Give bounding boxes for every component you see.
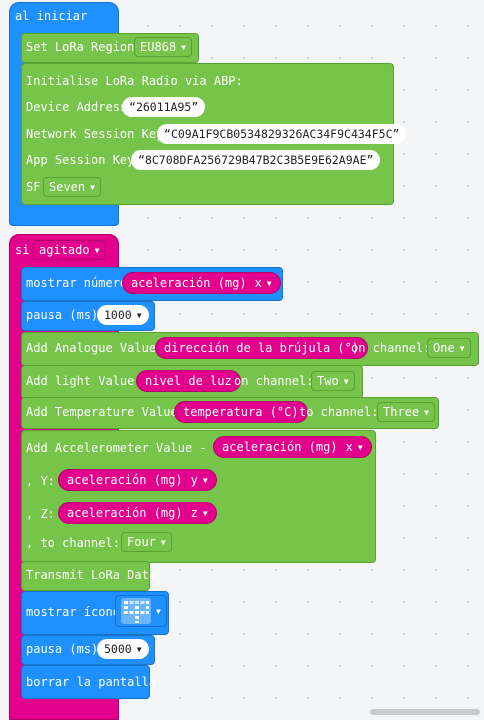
on-gesture-label: si	[15, 243, 30, 257]
axis-dropdown[interactable]: y▼	[190, 473, 208, 487]
axis-dropdown[interactable]: z▼	[190, 506, 208, 520]
sf-value: Seven	[49, 180, 86, 194]
lora-region-value: EU868	[140, 40, 177, 54]
network-key-value: C09A1F9CB0534829326AC34F9C434F5C	[170, 127, 393, 141]
gesture-dropdown[interactable]: agitado ▼	[33, 240, 106, 260]
sf-label: SF	[26, 180, 41, 194]
pause-label: pausa (ms)	[26, 642, 99, 656]
add-analogue-label: Add Analogue Value:	[26, 341, 164, 355]
axis-dropdown[interactable]: x▼	[345, 440, 363, 454]
channel-one-dropdown[interactable]: One ▼	[427, 338, 471, 358]
chevron-down-icon: ▼	[90, 182, 95, 192]
pause-value-field[interactable]: 1000▼	[97, 305, 149, 325]
y-label: , Y:	[26, 474, 55, 488]
to-channel-label: to channel:	[299, 405, 379, 419]
lora-region-dropdown[interactable]: EU868 ▼	[134, 37, 192, 57]
chevron-down-icon: ▼	[160, 537, 166, 547]
clear-screen-label: borrar la pantalla	[26, 675, 157, 689]
device-address-label: Device Address	[26, 100, 128, 114]
app-key-field[interactable]: “8C708DFA256729B47B2C3B5E9E62A9AE”	[131, 150, 381, 170]
chevron-down-icon: ▼	[343, 376, 349, 386]
axis-dropdown[interactable]: x▼	[254, 276, 272, 290]
on-channel-label: on channel:	[351, 341, 431, 355]
acceleration-z-reporter[interactable]: aceleración (mg) z▼	[58, 502, 217, 524]
init-lora-label: Initialise LoRa Radio via ABP:	[26, 74, 243, 88]
acceleration-y-reporter[interactable]: aceleración (mg) y▼	[58, 469, 217, 491]
chevron-down-icon: ▼	[202, 475, 208, 485]
sf-dropdown[interactable]: Seven ▼	[43, 177, 101, 197]
on-channel-label: on channel:	[234, 374, 314, 388]
chevron-down-icon: ▼	[266, 278, 272, 288]
temperature-reporter[interactable]: temperatura (°C)	[174, 401, 308, 423]
chevron-down-icon: ▼	[156, 606, 161, 616]
channel-three-dropdown[interactable]: Three ▼	[377, 402, 435, 422]
add-temperature-label: Add Temperature Value:	[26, 405, 185, 419]
transmit-block[interactable]	[21, 561, 150, 591]
add-accelerometer-label: Add Accelerometer Value - X:	[26, 441, 229, 455]
chevron-down-icon: ▼	[424, 407, 429, 417]
clear-screen-block[interactable]	[21, 665, 150, 699]
light-level-reporter[interactable]: nivel de luz	[136, 370, 241, 392]
channel-four-dropdown[interactable]: Four ▼	[121, 532, 172, 552]
chevron-down-icon: ▼	[136, 644, 142, 654]
chevron-down-icon: ▼	[459, 343, 465, 353]
on-start-label: al iniciar	[15, 9, 88, 23]
acceleration-x-reporter[interactable]: aceleración (mg) x▼	[122, 272, 281, 294]
app-key-value: 8C708DFA256729B47B2C3B5E9E62A9AE	[144, 153, 367, 167]
show-icon-label: mostrar ícono	[26, 605, 120, 619]
led-grid-icon	[121, 598, 151, 624]
pause-label: pausa (ms)	[26, 308, 99, 322]
channel-two-dropdown[interactable]: Two ▼	[311, 371, 355, 391]
gesture-value: agitado	[39, 243, 90, 257]
chevron-down-icon: ▼	[136, 310, 142, 320]
network-key-label: Network Session Key	[26, 127, 164, 141]
chevron-down-icon: ▼	[181, 42, 186, 52]
acceleration-x-reporter[interactable]: aceleración (mg) x▼	[213, 436, 372, 458]
chevron-down-icon: ▼	[94, 245, 100, 255]
icon-dropdown[interactable]: ▼	[115, 595, 167, 627]
set-lora-region-label: Set LoRa Region:	[26, 40, 142, 54]
show-number-label: mostrar número	[26, 276, 128, 290]
chevron-down-icon: ▼	[357, 442, 363, 452]
device-address-field[interactable]: “26011A95”	[122, 97, 206, 117]
compass-reporter[interactable]: dirección de la brújula (°)	[155, 337, 369, 359]
workspace-scrollbar[interactable]	[370, 709, 480, 715]
z-label: , Z:	[26, 507, 55, 521]
chevron-down-icon: ▼	[202, 508, 208, 518]
add-light-label: Add light Value:	[26, 374, 142, 388]
transmit-label: Transmit LoRa Data	[26, 568, 157, 582]
device-address-value: 26011A95	[135, 100, 192, 114]
to-channel-label: , to channel:	[26, 536, 120, 550]
pause-value-field[interactable]: 5000▼	[97, 639, 149, 659]
app-key-label: App Session Key	[26, 153, 135, 167]
network-key-field[interactable]: “C09A1F9CB0534829326AC34F9C434F5C”	[157, 124, 407, 144]
